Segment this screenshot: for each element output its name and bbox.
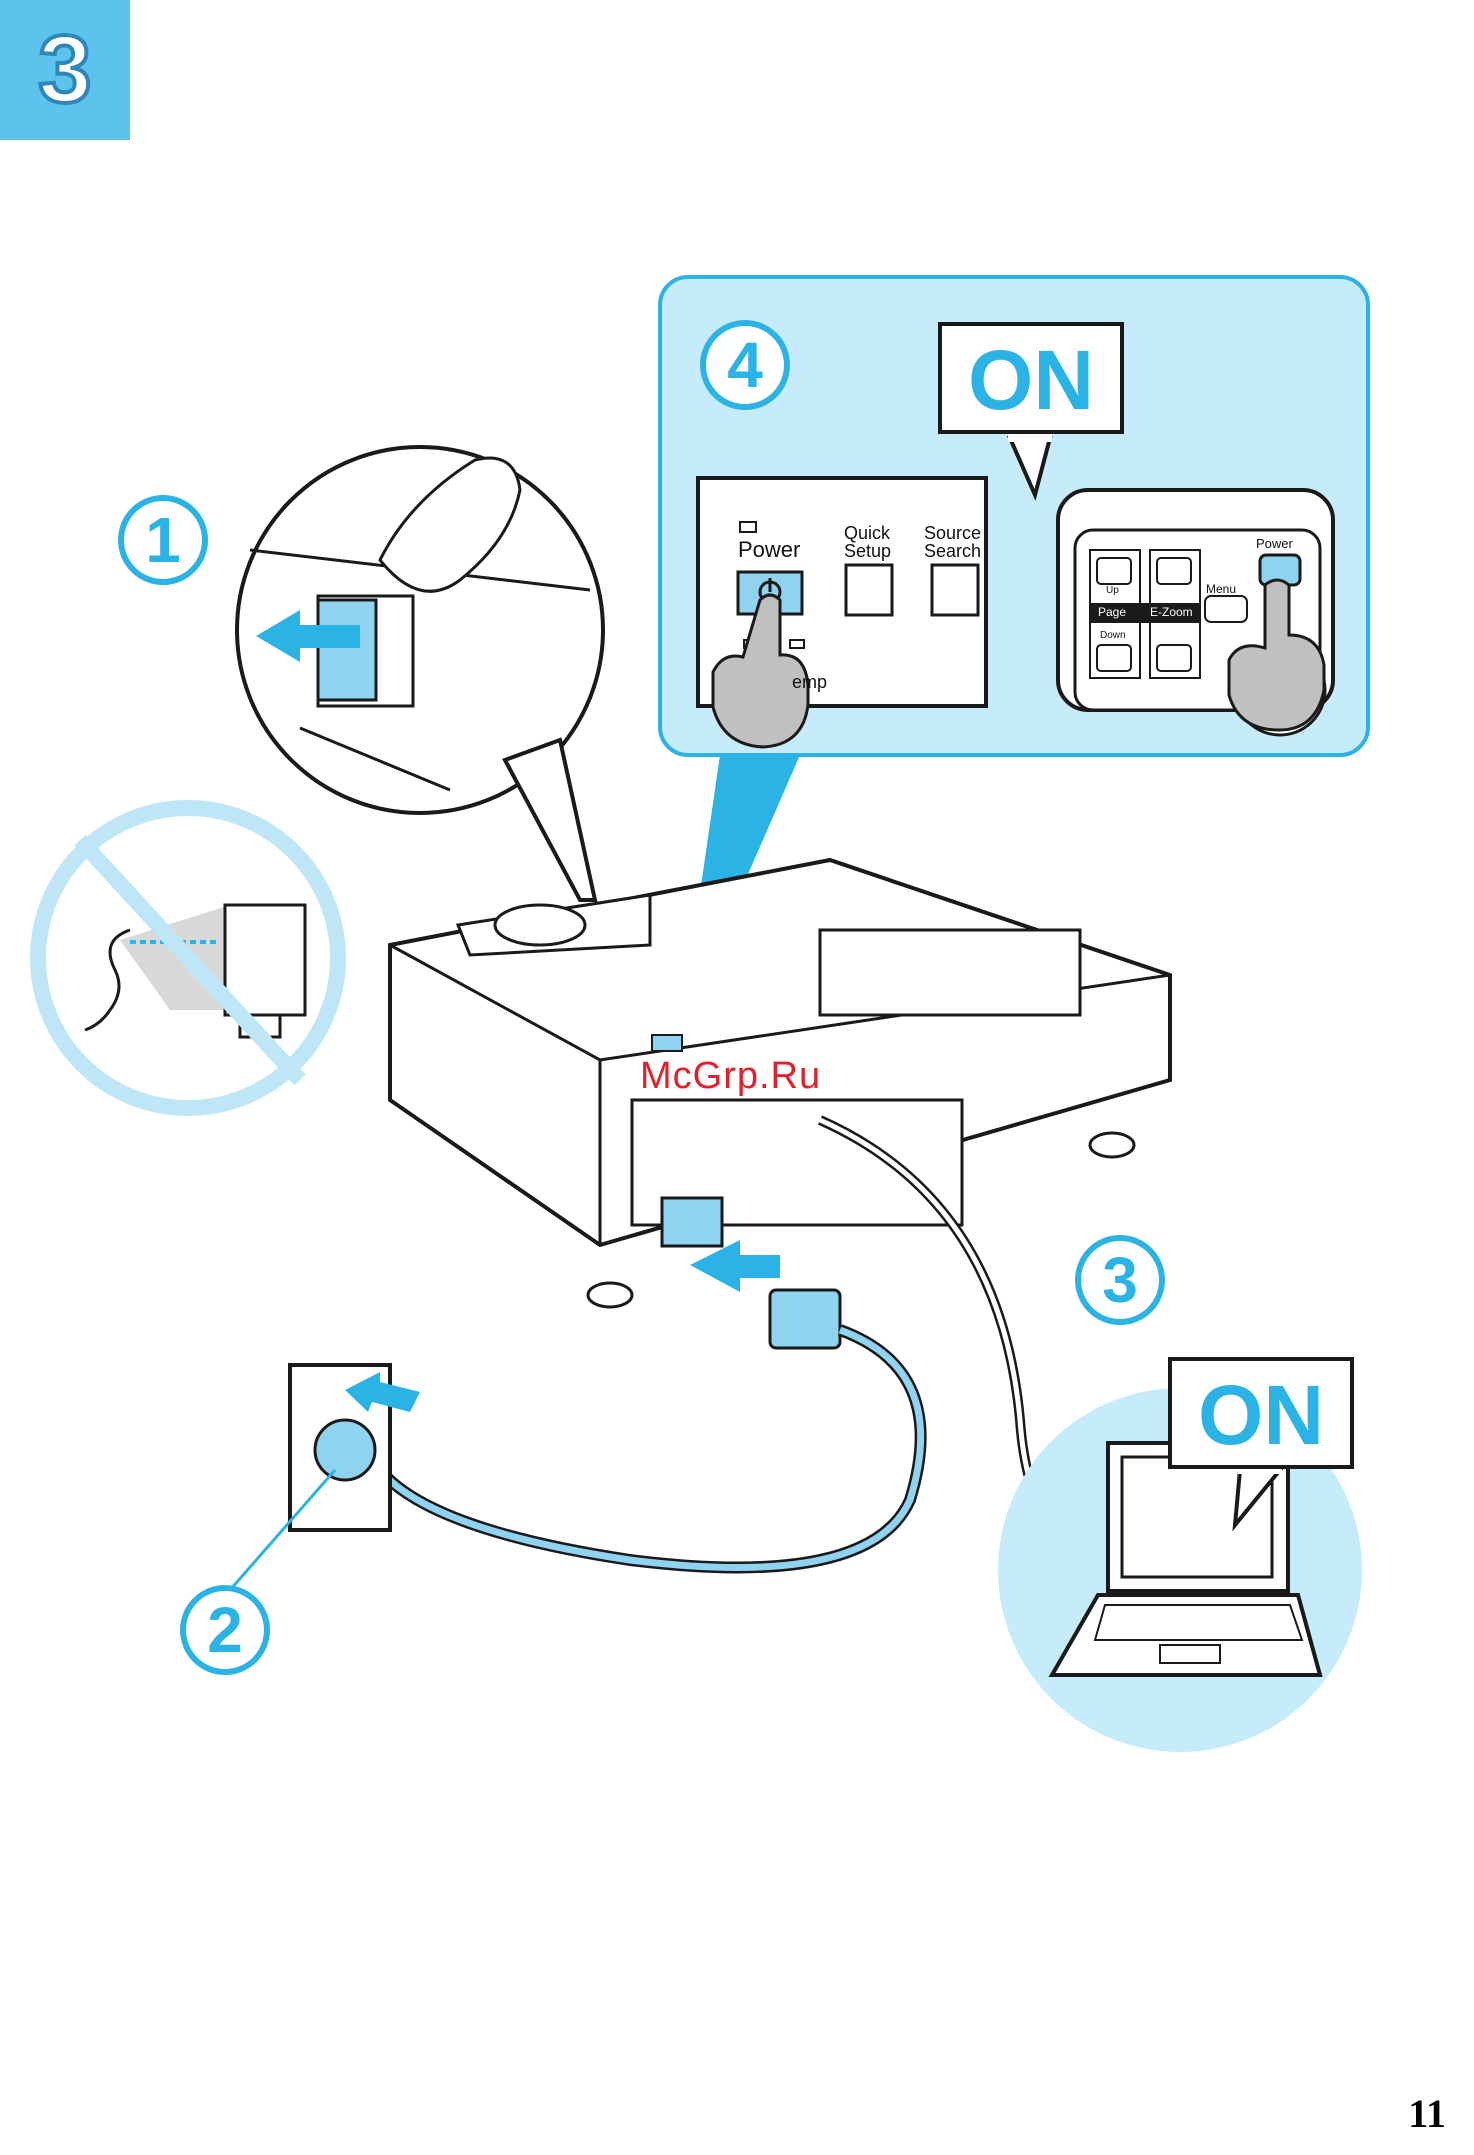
remote-up-label: Up (1106, 585, 1119, 596)
quick-setup-button (846, 565, 892, 615)
power-plug (770, 1290, 840, 1348)
watermark: McGrp.Ru (640, 1055, 821, 1098)
inlet-arrow (690, 1240, 780, 1292)
panel-temp-label: emp (792, 672, 827, 693)
power-cord (380, 1330, 921, 1568)
callout-3: 3 (1075, 1235, 1165, 1325)
callout-1: 1 (118, 495, 208, 585)
panel-source-label: Source Search (924, 524, 981, 560)
remote-page-label: Page (1098, 605, 1126, 619)
panel-power-label: Power (738, 537, 800, 563)
panel-quick-label: Quick Setup (844, 524, 891, 560)
lens-slide (318, 600, 376, 700)
panel-source-line1: Source (924, 524, 981, 542)
page-number: 11 (1408, 2090, 1446, 2137)
remote-ezoom-label: E-Zoom (1150, 605, 1193, 619)
source-search-button (932, 565, 978, 615)
power-inlet (662, 1198, 722, 1246)
remote-down-label: Down (1100, 630, 1126, 641)
panel-quick-line2: Setup (844, 542, 891, 560)
wall-plug (315, 1420, 375, 1480)
remote-power-label: Power (1256, 536, 1293, 551)
callout-4: 4 (700, 320, 790, 410)
callout-2: 2 (180, 1585, 270, 1675)
on-label-laptop: ON (1168, 1357, 1354, 1469)
panel-quick-line1: Quick (844, 524, 891, 542)
remote-menu-label: Menu (1206, 582, 1236, 596)
remote-menu-button (1205, 596, 1247, 622)
panel-source-line2: Search (924, 542, 981, 560)
on-label-projector: ON (938, 322, 1124, 434)
